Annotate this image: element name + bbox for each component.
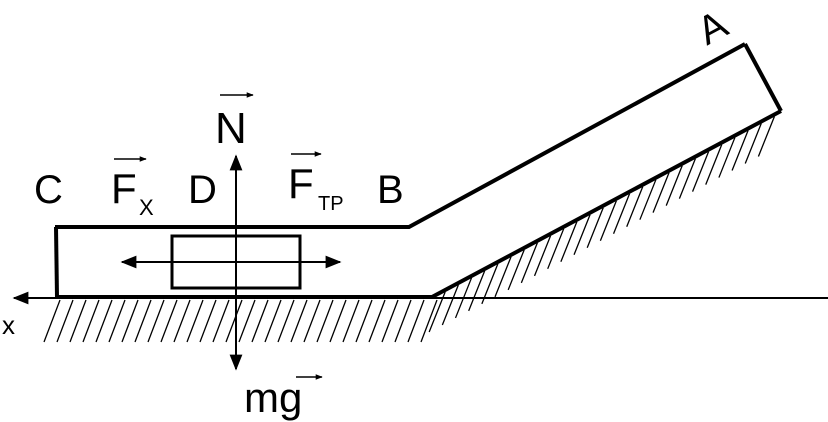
hatch-stroke	[441, 284, 459, 326]
hatch-stroke	[468, 270, 486, 312]
hatch-stroke	[494, 256, 512, 298]
hatch-stroke	[731, 130, 749, 171]
hatch-stroke	[186, 299, 204, 343]
label-gravity-force: mg	[244, 374, 302, 421]
hatch-stroke	[56, 299, 74, 343]
label-point-c: C	[34, 168, 63, 212]
hatch-stroke	[303, 299, 321, 343]
hatch-stroke	[238, 299, 256, 343]
hatch-stroke	[586, 207, 604, 248]
hatch-stroke	[368, 299, 386, 343]
hatch-stroke	[225, 299, 243, 343]
hatch-stroke	[43, 299, 61, 343]
hatch-stroke	[160, 299, 178, 343]
hatch-stroke	[639, 179, 657, 220]
hatch-stroke	[121, 299, 139, 343]
hatch-stroke	[82, 299, 100, 343]
hatch-stroke	[277, 299, 295, 343]
hatch-stroke	[520, 242, 538, 284]
hatch-stroke	[718, 137, 736, 178]
hatch-stroke	[691, 151, 710, 192]
ground-hatching-flat	[43, 299, 438, 343]
hatch-stroke	[626, 186, 644, 227]
hatch-stroke	[573, 214, 591, 256]
hatch-stroke	[381, 299, 399, 343]
hatch-stroke	[355, 299, 373, 343]
label-force-x-subscript: X	[139, 195, 154, 220]
hatch-stroke	[199, 299, 217, 343]
hatch-stroke	[652, 172, 670, 213]
hatch-stroke	[108, 299, 126, 343]
hatch-stroke	[744, 123, 762, 164]
hatch-stroke	[407, 299, 425, 343]
label-point-a: A	[690, 2, 734, 54]
hatch-stroke	[342, 299, 360, 343]
hatch-stroke	[507, 249, 525, 291]
hatch-stroke	[599, 200, 617, 241]
label-point-b: B	[377, 168, 404, 212]
hatch-stroke	[533, 235, 552, 277]
hatch-stroke	[251, 299, 269, 343]
hatch-stroke	[560, 221, 578, 263]
hatch-stroke	[420, 299, 438, 343]
label-normal-force: N	[215, 104, 247, 153]
hatch-stroke	[612, 193, 631, 234]
hatch-stroke	[316, 299, 334, 343]
hatch-stroke	[134, 299, 152, 343]
hatch-stroke	[678, 158, 696, 199]
track-bottom	[57, 109, 782, 299]
hatch-stroke	[394, 299, 412, 343]
hatch-stroke	[665, 165, 683, 206]
hatch-stroke	[95, 299, 113, 343]
label-friction-subscript: TP	[318, 193, 344, 215]
label-force-x: F	[111, 165, 137, 212]
hatch-stroke	[329, 299, 347, 343]
hatch-stroke	[705, 144, 723, 185]
track-top	[55, 42, 746, 229]
hatch-stroke	[757, 116, 776, 157]
hatch-stroke	[547, 228, 565, 270]
hatch-stroke	[212, 299, 230, 343]
track-end-c	[54, 226, 59, 298]
hatch-stroke	[173, 299, 191, 343]
hatch-stroke	[290, 299, 308, 343]
hatch-stroke	[264, 299, 282, 343]
label-friction-force: F	[288, 160, 314, 207]
hatch-stroke	[69, 299, 87, 343]
label-axis-x: x	[2, 310, 15, 340]
track-end-a	[743, 43, 783, 112]
ground-hatching-incline	[428, 116, 776, 333]
label-point-d: D	[188, 168, 217, 212]
hatch-stroke	[147, 299, 165, 343]
